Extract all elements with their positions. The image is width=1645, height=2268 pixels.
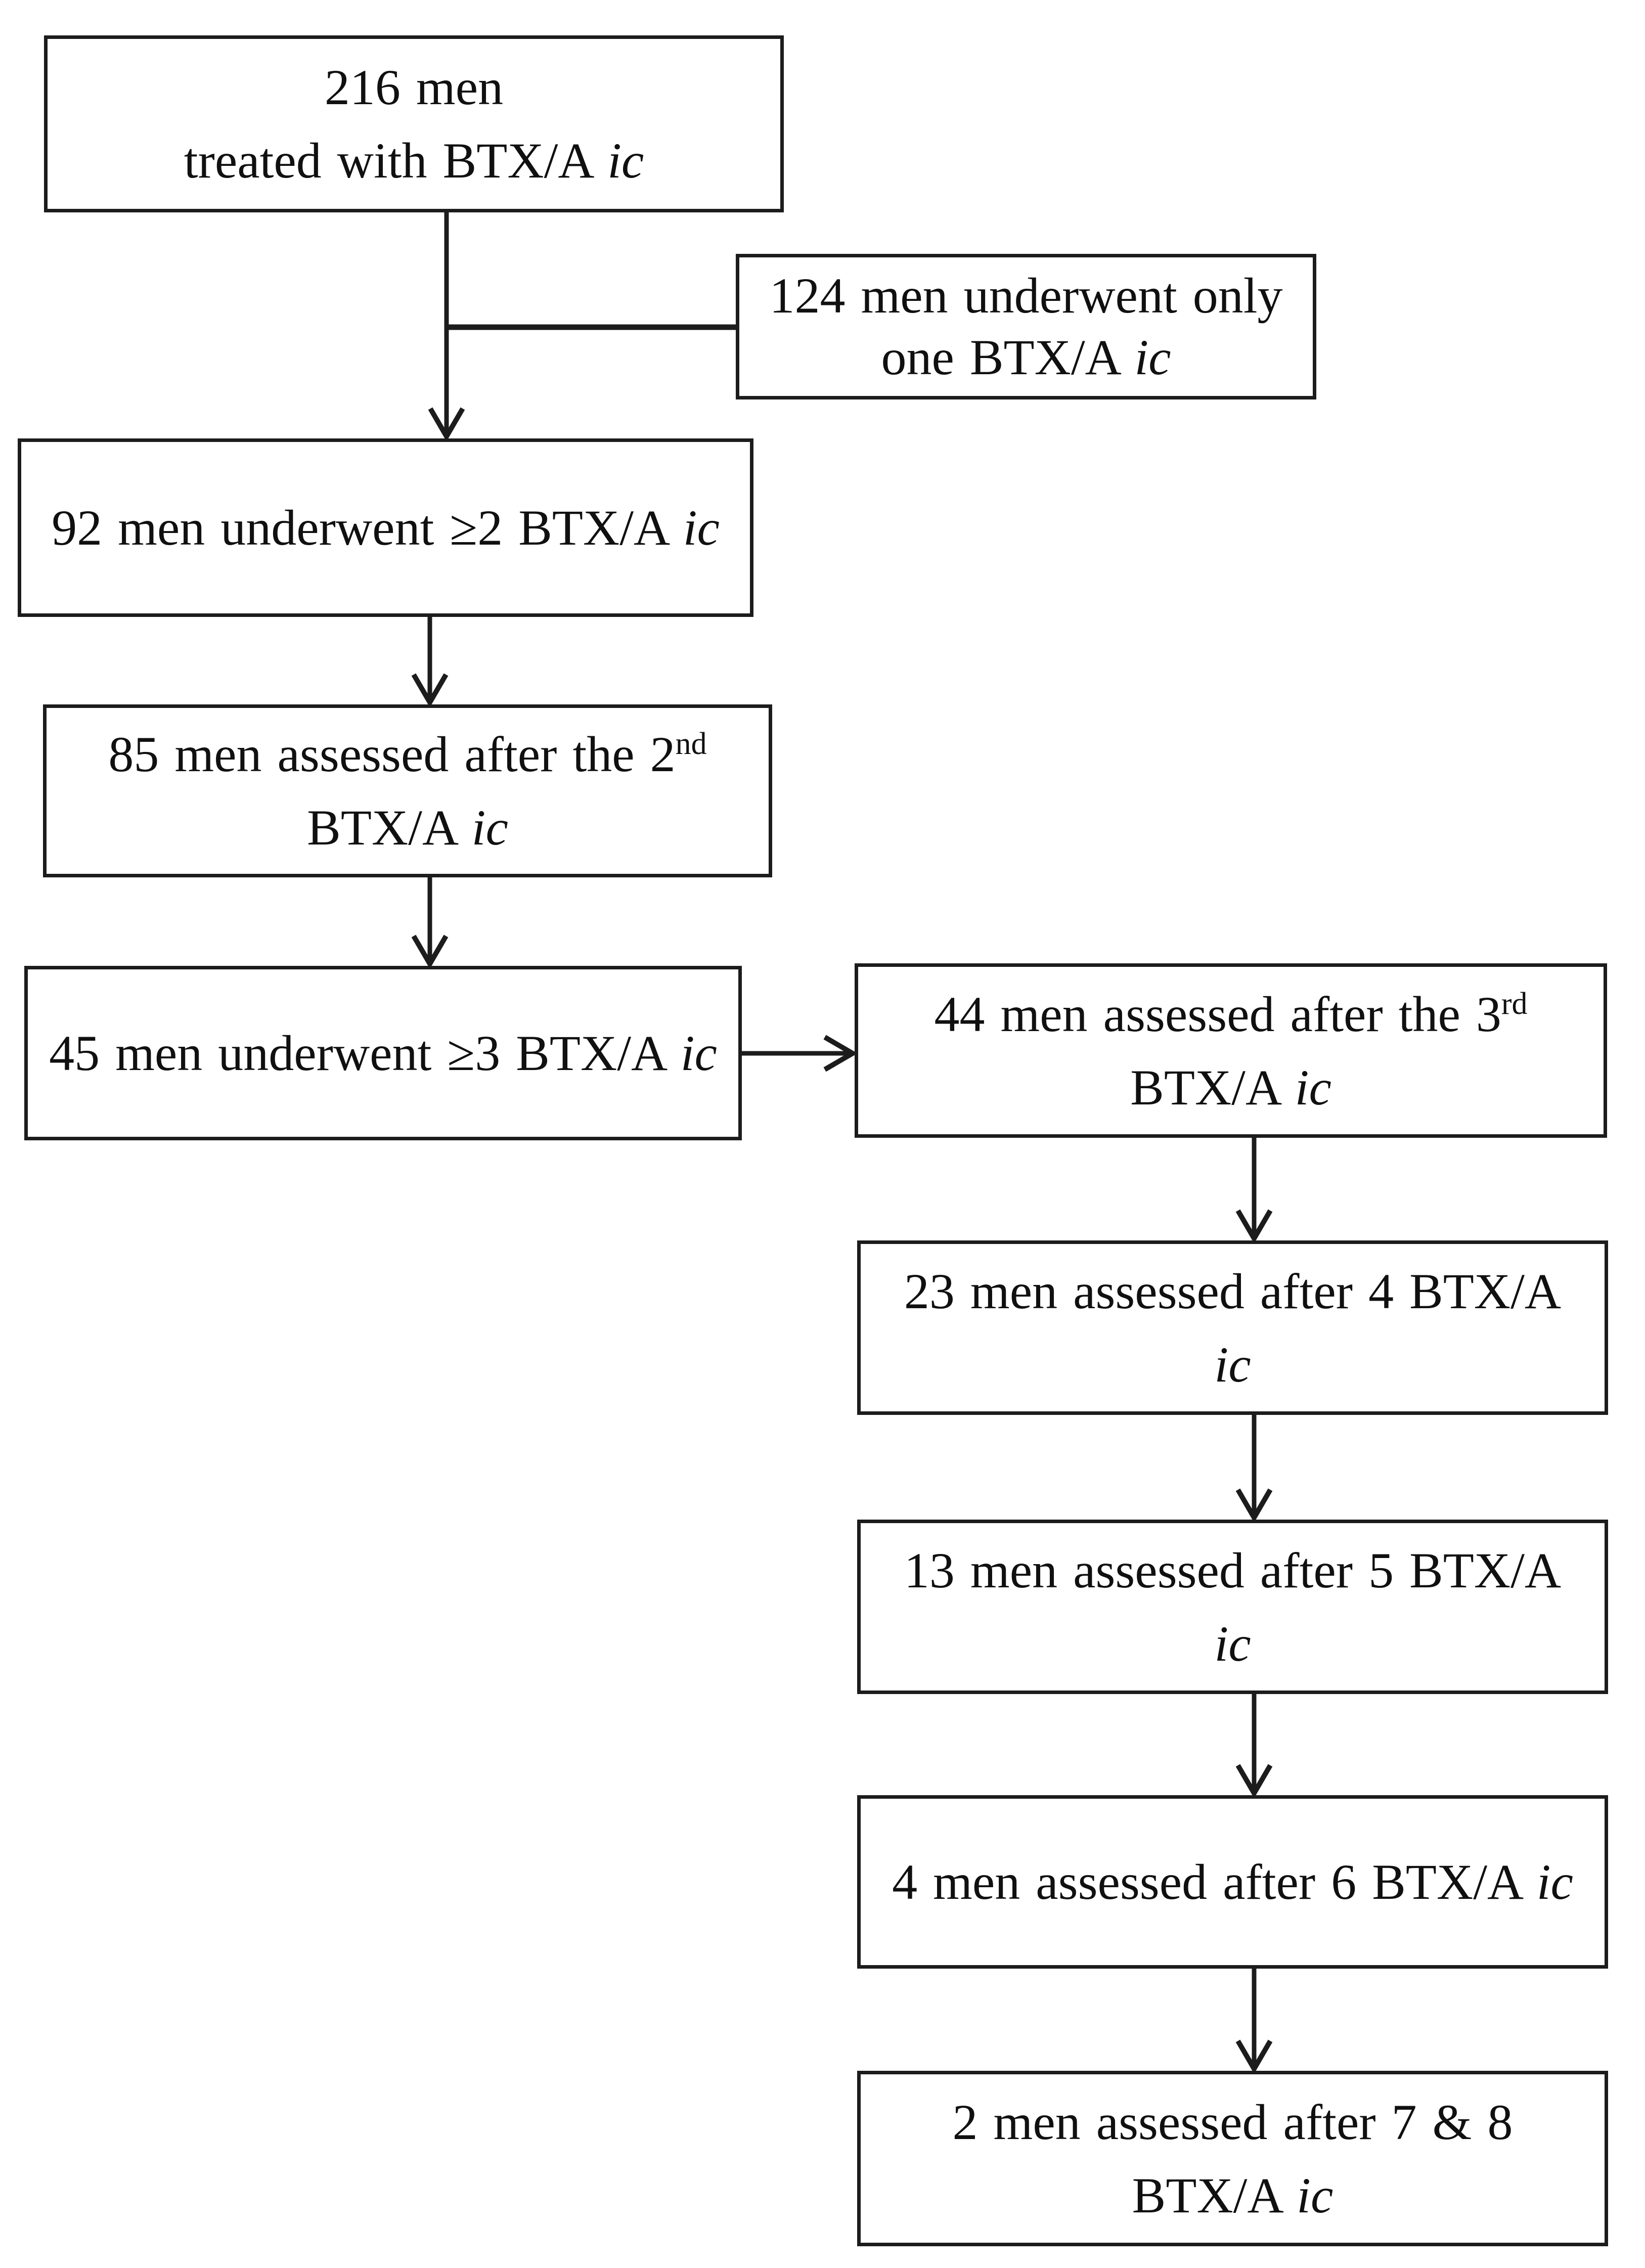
flow-box-text-segment: 2 men assessed after 7 & 8	[952, 2094, 1513, 2150]
edge-13-to-4-arrowhead	[1235, 1764, 1273, 1798]
flow-box-text-line: one BTX/A ic	[881, 327, 1171, 388]
flow-box-text-line: 44 men assessed after the 3rd	[935, 977, 1528, 1051]
flow-box-text-line: 2 men assessed after 7 & 8	[953, 2085, 1513, 2159]
flow-box-text-segment: ic	[1536, 1854, 1573, 1910]
flow-box-text-line: 13 men assessed after 5 BTX/A	[904, 1534, 1561, 1607]
flow-box-text-line: ic	[1214, 1328, 1251, 1401]
flow-box-92-men-ge2: 92 men underwent ≥2 BTX/A ic	[18, 438, 753, 617]
flow-box-text-line: 216 men	[325, 51, 503, 124]
flow-box-text-line: ic	[1214, 1607, 1251, 1680]
flow-box-text-line: BTX/A ic	[307, 791, 508, 864]
edge-92-to-85-arrowhead	[411, 673, 449, 707]
flow-box-text-line: 45 men underwent ≥3 BTX/A ic	[49, 1016, 717, 1090]
flow-box-text-segment: ic	[680, 1025, 717, 1081]
flow-box-text-line: BTX/A ic	[1132, 2159, 1333, 2232]
flow-box-text-segment: BTX/A	[307, 799, 472, 856]
flow-box-text-line: 124 men underwent only	[769, 265, 1282, 327]
flow-box-text-segment: treated with BTX/A	[184, 132, 608, 189]
flow-box-13-men-after-5: 13 men assessed after 5 BTX/A ic	[857, 1520, 1608, 1694]
flow-box-text-segment: 44 men assessed after the 3	[934, 986, 1501, 1042]
flow-box-text-line: 23 men assessed after 4 BTX/A	[904, 1255, 1561, 1328]
edge-23-to-13-arrowhead	[1235, 1488, 1273, 1523]
flow-box-text-segment: 13 men assessed after 5 BTX/A	[904, 1542, 1562, 1598]
flow-box-text-line: 4 men assessed after 6 BTX/A ic	[892, 1845, 1573, 1919]
flow-box-text-segment: ic	[683, 500, 720, 556]
edge-85-to-45-arrowhead	[411, 935, 449, 969]
flow-box-text-segment: 92 men underwent ≥2 BTX/A	[52, 500, 683, 556]
edge-4-to-2-arrowhead	[1235, 2039, 1273, 2074]
edge-216-to-92-arrowhead	[428, 407, 465, 441]
edge-44-to-23-arrowhead	[1235, 1209, 1273, 1243]
flow-box-text-segment: rd	[1501, 986, 1528, 1021]
flow-box-text-segment: nd	[675, 726, 707, 761]
flow-box-216-men-treated: 216 men treated with BTX/A ic	[44, 35, 784, 212]
flow-box-text-line: 92 men underwent ≥2 BTX/A ic	[52, 491, 720, 564]
flow-box-23-men-after-4: 23 men assessed after 4 BTX/A ic	[857, 1240, 1608, 1415]
flow-box-text-line: 85 men assessed after the 2nd	[108, 718, 706, 791]
flow-box-text-segment: 124 men underwent only	[769, 268, 1283, 324]
flow-box-text-segment: ic	[471, 799, 508, 856]
flow-box-text-segment: ic	[1214, 1615, 1251, 1672]
flow-box-text-segment: 216 men	[324, 59, 504, 115]
flow-box-text-line: treated with BTX/A ic	[184, 124, 644, 197]
flow-box-text-segment: 45 men underwent ≥3 BTX/A	[49, 1025, 681, 1081]
flow-box-text-segment: ic	[1134, 329, 1171, 385]
flow-box-text-segment: BTX/A	[1130, 1059, 1295, 1116]
flow-box-text-segment: ic	[1214, 1336, 1251, 1393]
flow-box-text-segment: ic	[1297, 2167, 1333, 2223]
flow-box-text-segment: BTX/A	[1132, 2167, 1297, 2223]
edge-45-to-44-arrowhead	[823, 1035, 858, 1072]
flow-box-45-men-ge3: 45 men underwent ≥3 BTX/A ic	[24, 966, 742, 1140]
flow-box-text-line: BTX/A ic	[1130, 1051, 1331, 1124]
flow-box-2-men-after-7-8: 2 men assessed after 7 & 8 BTX/A ic	[857, 2071, 1608, 2246]
flow-box-text-segment: 23 men assessed after 4 BTX/A	[904, 1263, 1562, 1319]
flow-box-text-segment: ic	[607, 132, 644, 189]
flow-box-text-segment: 85 men assessed after the 2	[108, 726, 676, 782]
flow-box-4-men-after-6: 4 men assessed after 6 BTX/A ic	[857, 1795, 1608, 1969]
flow-box-text-segment: ic	[1295, 1059, 1331, 1116]
flow-box-text-segment: one BTX/A	[881, 329, 1135, 385]
flow-box-text-segment: 4 men assessed after 6 BTX/A	[892, 1854, 1537, 1910]
